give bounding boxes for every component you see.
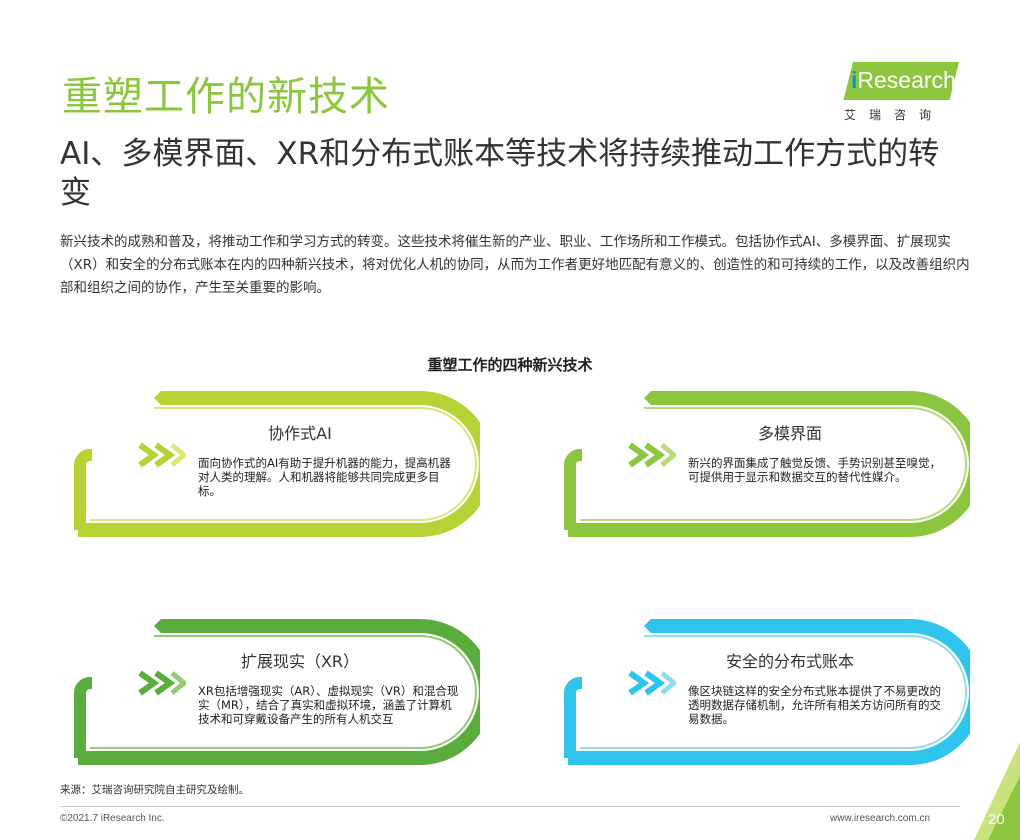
card-inner-line (90, 635, 477, 749)
card-left-hook (74, 449, 134, 530)
card-description: 像区块链这样的安全分布式账本提供了不易更改的透明数据存储机制，允许所有相关方访问… (688, 684, 941, 726)
card-left-hook (564, 677, 624, 758)
footer-divider (60, 806, 960, 807)
logo-i: i (851, 67, 858, 93)
page-number: 20 (988, 811, 1005, 828)
corner-decoration (974, 742, 1020, 840)
chevron-mark (154, 442, 176, 468)
chevron-mark (644, 670, 666, 696)
chevron-mark (138, 670, 160, 696)
intro-paragraph: 新兴技术的成熟和普及，将推动工作和学习方式的转变。这些技术将催生新的产业、职业、… (60, 234, 970, 296)
logo-subtitle: 艾瑞咨询 (844, 108, 945, 122)
source-note: 来源：艾瑞咨询研究院自主研究及绘制。 (60, 784, 249, 796)
card-title: 多模界面 (757, 424, 822, 443)
card-panel (92, 644, 422, 740)
card-inner-line (580, 635, 967, 749)
chevron-mark (170, 671, 186, 695)
card-notch (144, 618, 162, 634)
chevron-mark (660, 443, 676, 467)
card-title: 安全的分布式账本 (725, 652, 854, 671)
card-multimodal-interface: 多模界面 新兴的界面集成了触觉反馈、手势识别甚至嗅觉，可提供用于显示和数据交互的… (540, 390, 970, 540)
page-title: 重塑工作的新技术 (62, 74, 390, 120)
card-notch (634, 618, 652, 634)
card-inner-line (90, 407, 477, 521)
card-frame (74, 390, 480, 537)
iresearch-logo: iResearch 艾瑞咨询 (842, 62, 962, 123)
card-collaborative-ai: 协作式AI 面向协作式的AI有助于提升机器的能力，提高机器对人类的理解。人和机器… (50, 390, 480, 540)
chevron-mark (628, 442, 650, 468)
card-title: 协作式AI (268, 424, 332, 443)
chevron-mark (138, 442, 160, 468)
chevron-arrows-icon (628, 670, 676, 696)
card-description: XR包括增强现实（AR）、虚拟现实（VR）和混合现实（MR），结合了真实和虚拟环… (198, 684, 459, 726)
card-notch (634, 390, 652, 406)
card-outer-band (78, 619, 480, 765)
card-extended-reality: 扩展现实（XR） XR包括增强现实（AR）、虚拟现实（VR）和混合现实（MR），… (50, 618, 480, 768)
chevron-mark (170, 443, 186, 467)
chevron-mark (660, 671, 676, 695)
chevron-mark (154, 670, 176, 696)
chevron-arrows-icon (138, 442, 186, 468)
card-panel (582, 644, 912, 740)
diagram-title: 重塑工作的四种新兴技术 (427, 356, 593, 374)
card-panel (582, 416, 912, 512)
card-panel (92, 416, 422, 512)
card-notch (144, 390, 162, 406)
chevron-arrows-icon (628, 442, 676, 468)
chevron-arrows-icon (138, 670, 186, 696)
card-outer-band (568, 619, 970, 765)
card-left-hook (564, 449, 624, 530)
card-outer-band (568, 391, 970, 537)
logo-word: Research (857, 67, 956, 93)
website-link[interactable]: www.iresearch.com.cn (830, 813, 931, 824)
card-frame (564, 618, 970, 765)
card-frame (564, 390, 970, 537)
chevron-mark (644, 442, 666, 468)
card-frame (74, 618, 480, 765)
card-title: 扩展现实（XR） (240, 652, 360, 671)
page-subtitle: AI、多模界面、XR和分布式账本等技术将持续推动工作方式的转变 (60, 136, 940, 211)
logo-box: iResearch (842, 62, 960, 100)
corner-dark-triangle (988, 776, 1020, 840)
card-outer-band (78, 391, 480, 537)
card-inner-line (580, 407, 967, 521)
card-description: 新兴的界面集成了触觉反馈、手势识别甚至嗅觉，可提供用于显示和数据交互的替代性媒介… (688, 456, 941, 484)
copyright-text: ©2021.7 iResearch Inc. (60, 813, 165, 824)
card-left-hook (74, 677, 134, 758)
card-distributed-ledger: 安全的分布式账本 像区块链这样的安全分布式账本提供了不易更改的透明数据存储机制，… (540, 618, 970, 768)
card-description: 面向协作式的AI有助于提升机器的能力，提高机器对人类的理解。人和机器将能够共同完… (198, 456, 451, 498)
logo-wordmark: iResearch (851, 67, 956, 94)
chevron-mark (628, 670, 650, 696)
